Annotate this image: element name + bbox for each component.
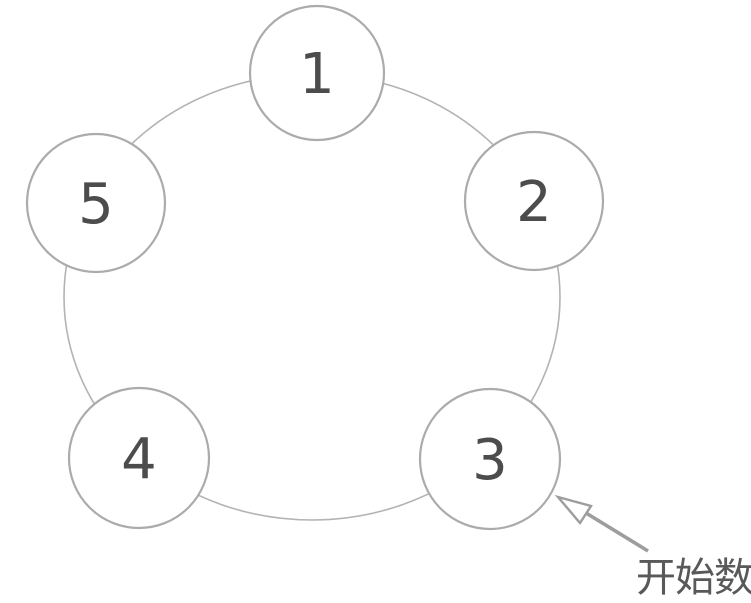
node-1-label: 1 bbox=[299, 42, 335, 107]
node-1: 1 bbox=[248, 4, 386, 142]
node-5: 5 bbox=[25, 132, 167, 274]
node-3: 3 bbox=[418, 387, 562, 531]
node-1-circle bbox=[248, 4, 386, 142]
node-2-circle bbox=[463, 130, 605, 272]
node-4: 4 bbox=[67, 386, 211, 530]
node-3-circle bbox=[418, 387, 562, 531]
start-arrow bbox=[554, 494, 649, 553]
start-count-label: 开始数 bbox=[636, 555, 751, 601]
node-3-label: 3 bbox=[472, 428, 508, 493]
arrow-shaft bbox=[585, 511, 649, 553]
node-5-label: 5 bbox=[78, 172, 114, 237]
arrow-head-icon bbox=[554, 494, 593, 526]
node-2-label: 2 bbox=[516, 170, 552, 235]
node-2: 2 bbox=[463, 130, 605, 272]
node-4-label: 4 bbox=[121, 427, 157, 492]
node-4-circle bbox=[67, 386, 211, 530]
node-5-circle bbox=[25, 132, 167, 274]
